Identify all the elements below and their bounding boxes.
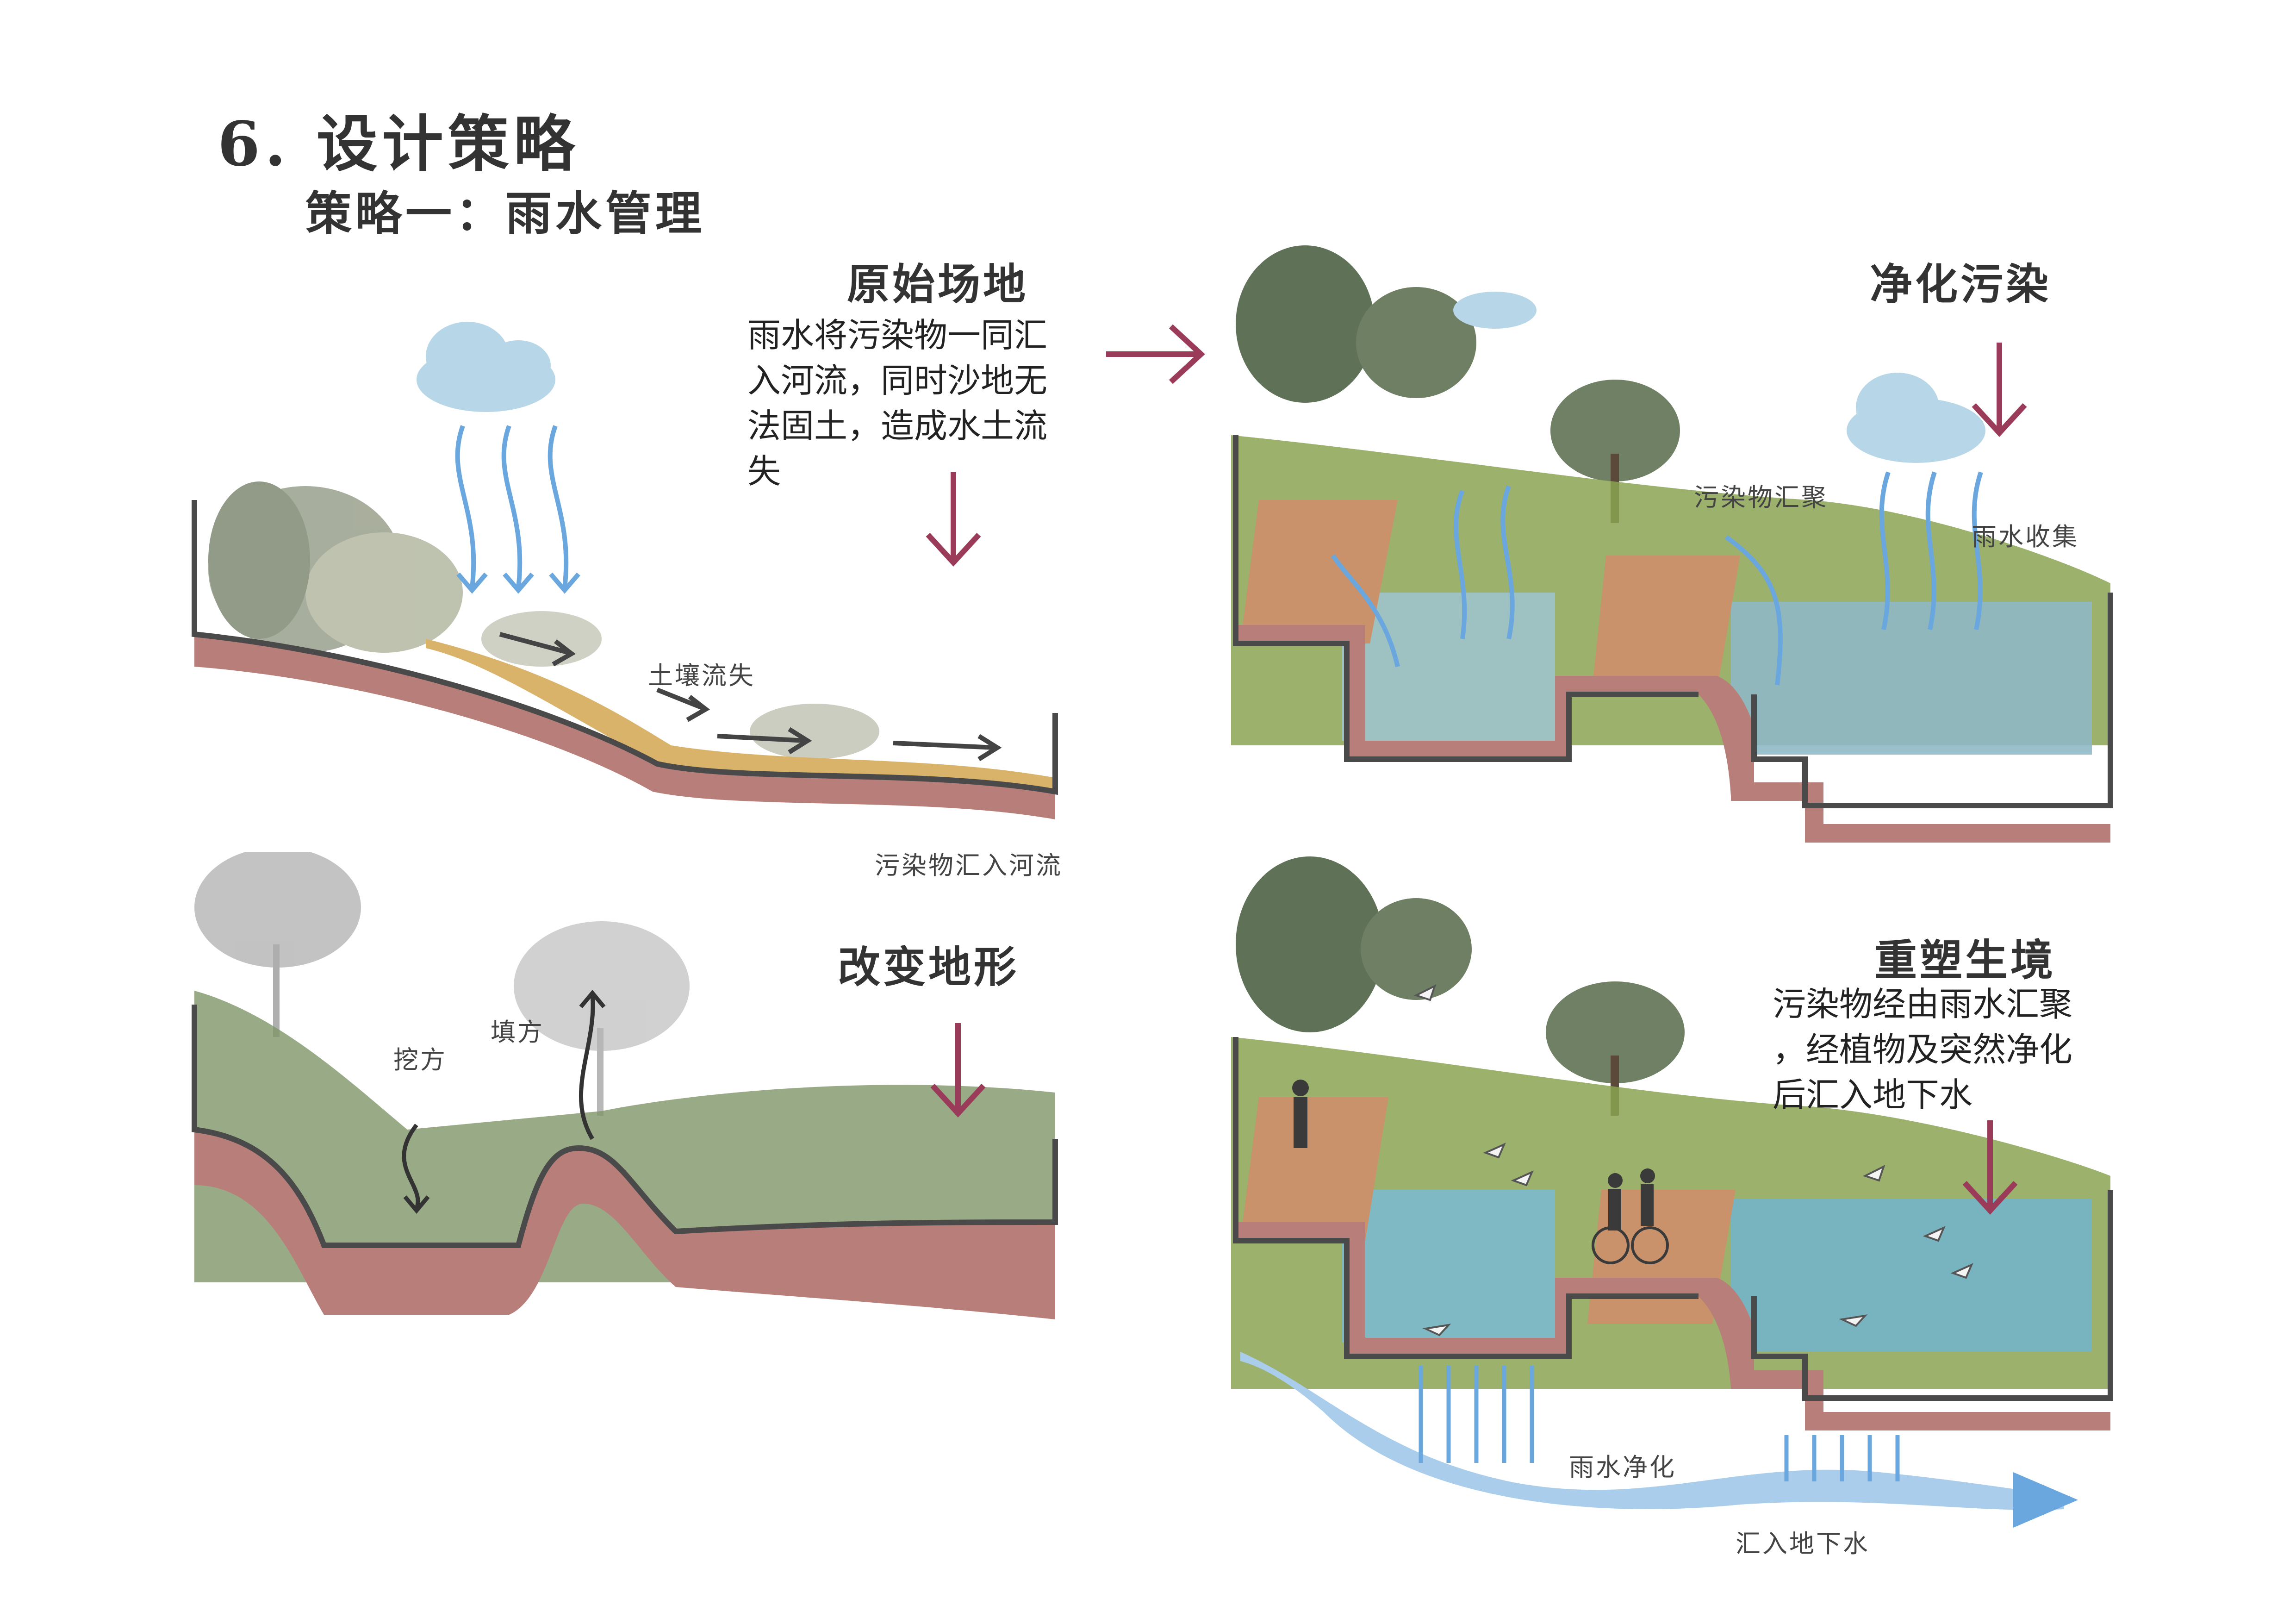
runoff-arrows-icon [499, 632, 1002, 762]
original-site-diagram [192, 322, 1058, 819]
down-arrow-icon [1972, 343, 2027, 437]
terrain-title: 改变地形 [838, 942, 1020, 992]
ground-outline [192, 500, 1058, 795]
purify-diagram [1231, 245, 2113, 843]
fill-label: 填方 [491, 1018, 544, 1047]
sand-layer [426, 639, 1055, 792]
cloud-icon [1453, 292, 1985, 463]
terrain-arrows-icon [402, 989, 606, 1214]
page-title: 6. 设计策略 [218, 108, 579, 180]
desc-line: 污染物经由雨水汇聚 [1773, 985, 2073, 1024]
groundwater-flow [1240, 1352, 2064, 1510]
habitat-diagram [1231, 856, 2113, 1528]
down-arrow-icon [930, 1023, 986, 1118]
down-arrow-icon [1962, 1120, 2018, 1215]
wooden-deck [1240, 1097, 1388, 1241]
rain-arrows-icon [1331, 471, 1983, 686]
rain-collect-label: 雨水收集 [1972, 522, 2079, 551]
page-subtitle: 策略一：雨水管理 [305, 186, 705, 241]
wooden-deck [1240, 500, 1398, 643]
pollutant-gather-label: 污染物汇聚 [1694, 483, 1828, 512]
cloud-icon [417, 322, 555, 412]
water-pool [1731, 1199, 2092, 1352]
habitat-title: 重塑生境 [1874, 935, 2056, 985]
soil-loss-label: 土壤流失 [648, 661, 755, 690]
rain-arrows-icon [455, 425, 580, 594]
ground-outline [1233, 435, 2113, 808]
wooden-deck [1592, 556, 1740, 690]
purify-title: 净化污染 [1870, 259, 2052, 309]
soil-layer [194, 634, 1055, 819]
infiltration-arrows-icon [1419, 1366, 1900, 1481]
tree-icon [194, 852, 690, 1116]
terrain-diagram [192, 852, 1058, 1319]
desc-line: 入河流，同时沙地无 [747, 361, 1048, 400]
soil-layer [194, 1130, 1055, 1319]
water-pool [1731, 602, 2092, 755]
desc-line: ，经植物及突然净化 [1773, 1030, 2073, 1069]
original-desc: 雨水将污染物一同汇 入河流，同时沙地无 法固土，造成水土流 失 [747, 312, 1071, 494]
to-groundwater-label: 汇入地下水 [1736, 1529, 1870, 1558]
water-pool [1342, 1190, 1555, 1343]
dig-label: 挖方 [393, 1045, 447, 1074]
vegetation-cluster [208, 481, 879, 759]
desc-line: 失 [747, 452, 781, 491]
desc-line: 雨水将污染物一同汇 [747, 316, 1048, 355]
ground-outline [1233, 1037, 2113, 1401]
ground-outline [192, 1005, 1058, 1248]
pollutant-river-label: 污染物汇入河流 [875, 851, 1063, 880]
right-arrow-icon [1106, 324, 1205, 384]
down-arrow-icon [926, 472, 981, 567]
original-title: 原始场地 [847, 259, 1029, 309]
desc-line: 后汇入地下水 [1773, 1075, 1973, 1114]
bird-icon [1413, 984, 1973, 1337]
person-icon [1292, 1080, 1669, 1264]
desc-line: 法固土，造成水土流 [747, 406, 1048, 445]
rain-purify-label: 雨水净化 [1569, 1453, 1676, 1482]
tree-icon [1236, 856, 1685, 1116]
habitat-desc: 污染物经由雨水汇聚 ，经植物及突然净化 后汇入地下水 [1773, 981, 2124, 1118]
